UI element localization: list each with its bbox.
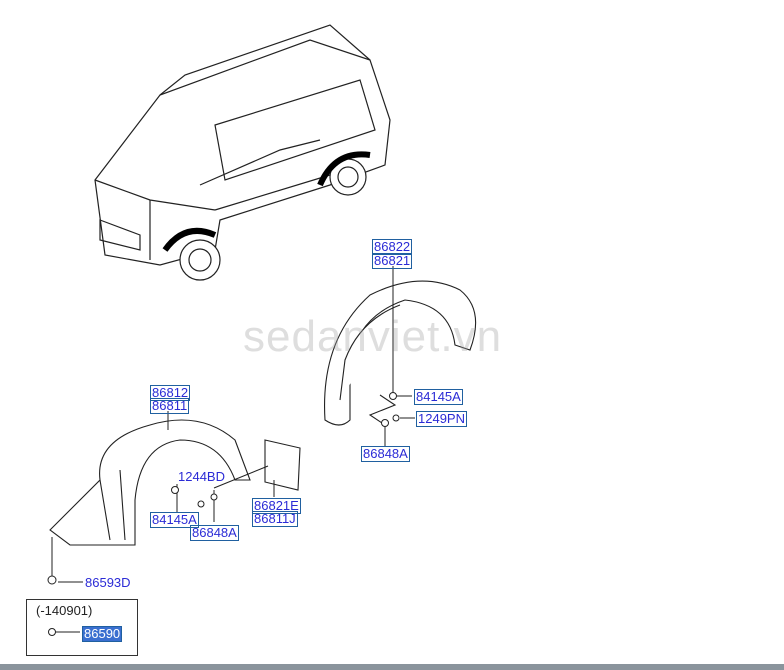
part-label[interactable]: 86593D xyxy=(85,575,131,590)
part-label[interactable]: 86821 xyxy=(372,253,413,269)
part-label[interactable]: 86812 xyxy=(150,385,191,401)
part-label[interactable]: 86811 xyxy=(150,398,190,414)
part-label[interactable]: 1244BD xyxy=(178,469,225,484)
part-label[interactable]: 86822 xyxy=(372,239,413,255)
fastener-icons xyxy=(47,392,400,636)
part-label[interactable]: 86821E xyxy=(252,498,301,514)
part-label[interactable]: 84145A xyxy=(150,512,199,528)
date-range-note: (-140901) xyxy=(26,599,138,656)
front-wheel-guard xyxy=(49,419,301,546)
date-range-text: (-140901) xyxy=(36,603,93,618)
van-illustration xyxy=(94,24,391,281)
bottom-bar xyxy=(0,664,784,670)
part-label[interactable]: 84145A xyxy=(414,389,463,405)
watermark: sedanviet.vn xyxy=(243,312,503,361)
part-label[interactable]: 86848A xyxy=(361,446,410,462)
part-label[interactable]: 86848A xyxy=(190,525,239,541)
part-label[interactable]: 86811J xyxy=(252,511,298,527)
part-label-selected[interactable]: 86590 xyxy=(82,626,123,642)
rear-wheel-guard xyxy=(323,280,477,426)
part-label[interactable]: 1249PN xyxy=(416,411,467,427)
